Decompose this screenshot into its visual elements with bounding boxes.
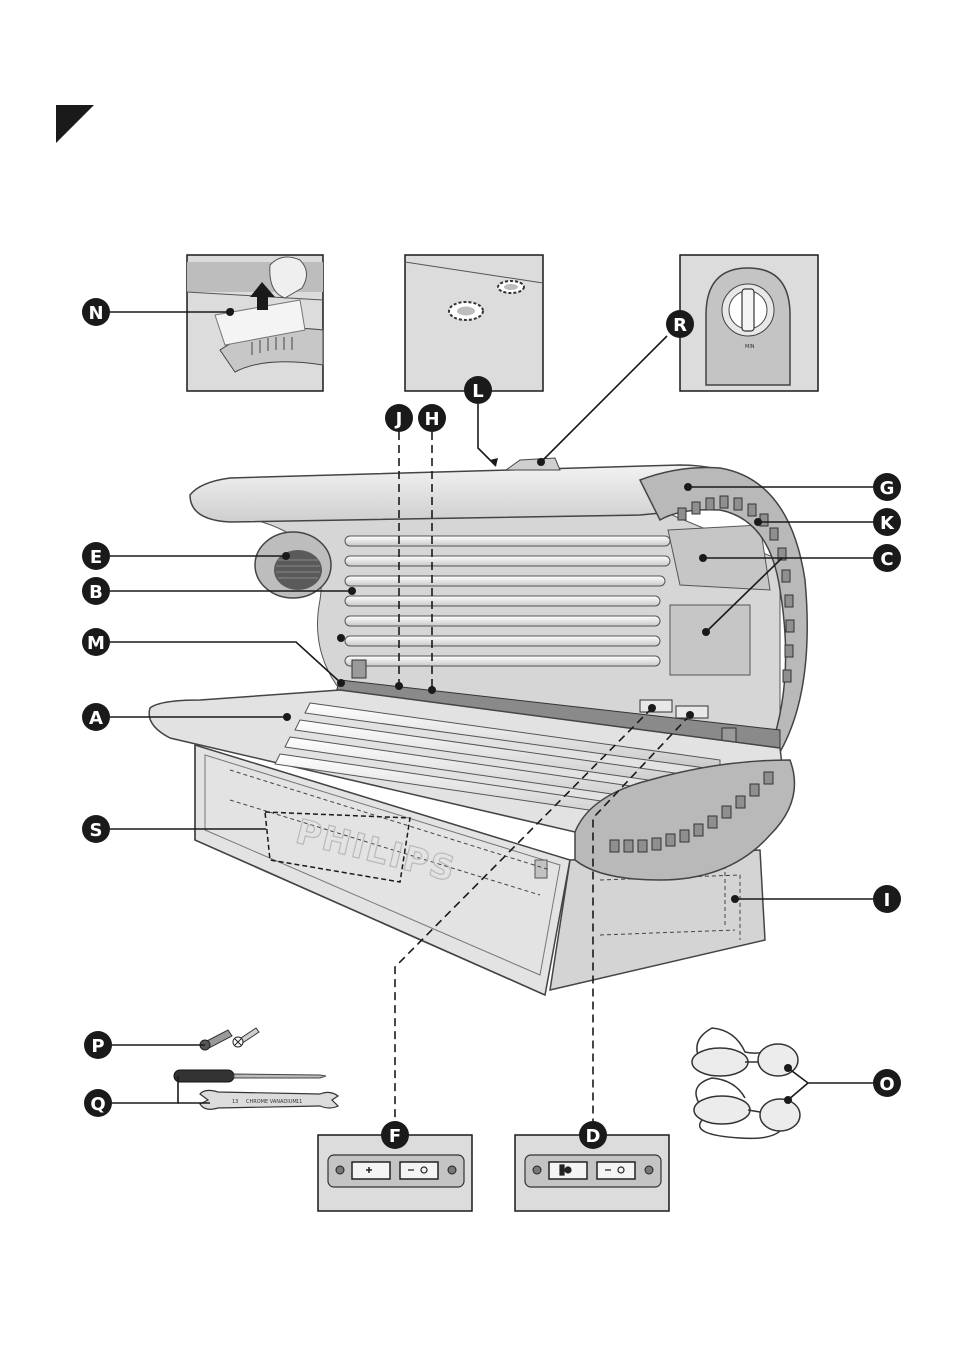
svg-text:Q: Q	[90, 1094, 105, 1115]
callout-e: E	[82, 542, 110, 570]
canopy-tubes	[345, 536, 670, 666]
svg-text:N: N	[88, 303, 103, 324]
svg-text:P: P	[91, 1036, 104, 1057]
wrench-size-left: 13	[232, 1099, 238, 1105]
callout-n: N	[82, 298, 110, 326]
wrench-text: CHROME VANADIUM	[246, 1099, 297, 1105]
svg-text:K: K	[880, 513, 895, 534]
callout-h: H	[418, 404, 446, 432]
svg-text:H: H	[424, 409, 439, 430]
protective-goggles	[692, 1028, 800, 1138]
screws	[200, 1028, 259, 1050]
callout-l: L	[464, 376, 492, 404]
inset-l-panel	[405, 255, 543, 391]
svg-text:E: E	[90, 547, 102, 568]
svg-text:S: S	[90, 820, 103, 841]
wrench-size-right: 11	[296, 1099, 302, 1105]
svg-text:C: C	[880, 549, 893, 570]
svg-text:B: B	[89, 582, 103, 603]
svg-text:R: R	[673, 315, 687, 336]
section-corner-marker	[56, 105, 94, 143]
callout-q: Q	[84, 1089, 112, 1117]
callout-g: G	[873, 473, 901, 501]
tanning-bed: PHILIPS	[149, 458, 807, 995]
svg-text:G: G	[880, 478, 895, 499]
svg-text:A: A	[89, 708, 103, 729]
inset-n-panel	[187, 255, 323, 391]
svg-text:I: I	[884, 890, 891, 911]
svg-text:J: J	[394, 409, 403, 430]
callout-p: P	[84, 1031, 112, 1059]
callout-m: M	[82, 628, 110, 656]
svg-text:M: M	[87, 633, 105, 654]
callout-r: R	[666, 310, 694, 338]
callout-c: C	[873, 544, 901, 572]
callout-s: S	[82, 815, 110, 843]
screwdriver	[174, 1070, 326, 1082]
callout-f: F	[381, 1121, 409, 1149]
svg-text:D: D	[586, 1126, 601, 1147]
callout-o: O	[873, 1069, 901, 1097]
callout-d: D	[579, 1121, 607, 1149]
callout-a: A	[82, 703, 110, 731]
svg-text:L: L	[472, 381, 483, 402]
timer-unit-label: MIN	[745, 344, 755, 350]
callout-j: J	[385, 404, 413, 432]
wrench: 13 CHROME VANADIUM 11	[200, 1090, 338, 1109]
svg-text:F: F	[389, 1126, 401, 1147]
callout-i: I	[873, 885, 901, 913]
callout-k: K	[873, 508, 901, 536]
inset-r-panel: MIN	[680, 255, 818, 391]
callout-b: B	[82, 577, 110, 605]
svg-text:O: O	[879, 1074, 894, 1095]
